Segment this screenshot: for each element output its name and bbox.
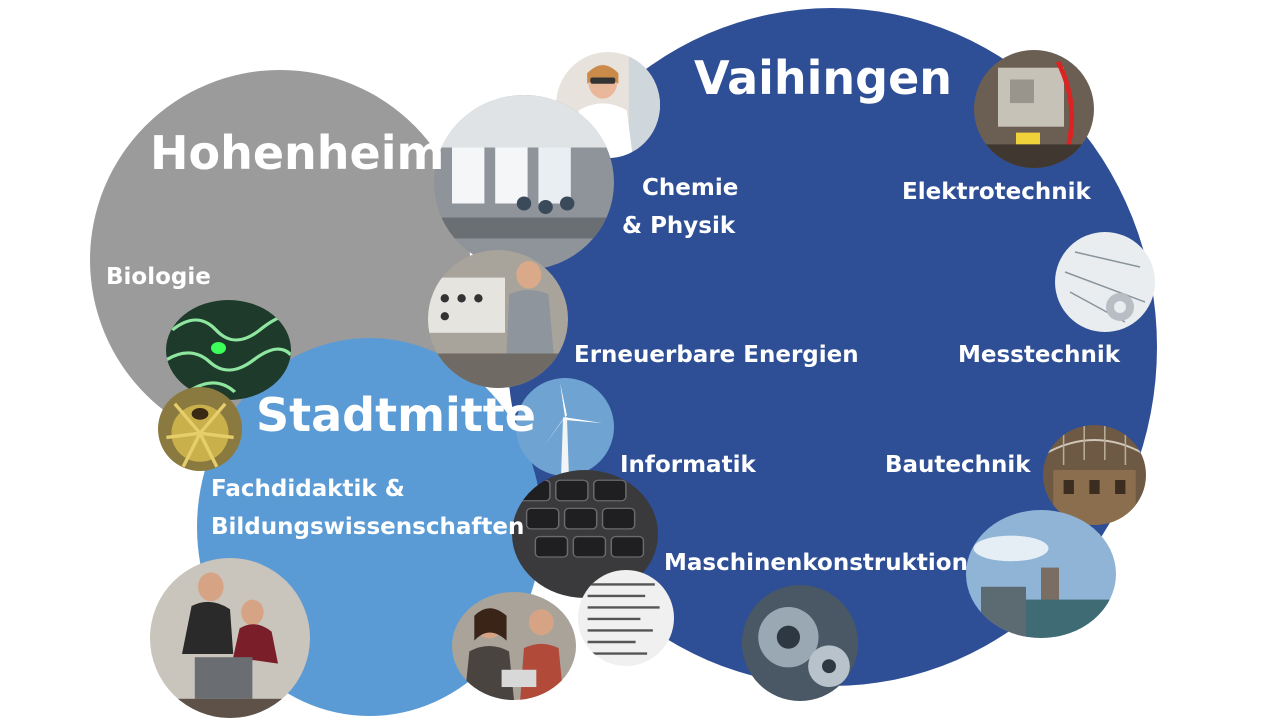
subject-informatik: Informatik xyxy=(620,452,756,478)
stadtmitte-title: Stadtmitte xyxy=(256,388,536,442)
subject-bautechnik: Bautechnik xyxy=(885,452,1031,478)
technical-drawing-photo xyxy=(1055,232,1155,332)
laboratory-room-photo xyxy=(434,95,614,270)
subject-chemie: Chemie xyxy=(642,175,739,201)
subject-erneuerbare-energien: Erneuerbare Energien xyxy=(574,342,859,368)
city-skyline-photo xyxy=(966,510,1116,638)
subject-fachdidaktik: Fachdidaktik & xyxy=(211,476,405,502)
students-laptop-photo xyxy=(452,592,576,700)
code-listing-photo xyxy=(578,570,674,666)
hohenheim-title: Hohenheim xyxy=(150,126,445,180)
subject-physik: & Physik xyxy=(622,213,736,239)
thistle-bee-photo xyxy=(158,387,242,471)
subject-maschinenkonstruktion: Maschinenkonstruktion xyxy=(664,550,968,576)
subject-elektrotechnik: Elektrotechnik xyxy=(902,179,1091,205)
subject-messtechnik: Messtechnik xyxy=(958,342,1121,368)
building-interior-photo xyxy=(1043,425,1146,525)
plant-cells-photo xyxy=(166,300,291,400)
wind-turbine-photo xyxy=(516,378,614,476)
electrical-workbench-photo xyxy=(428,250,568,388)
gears-photo xyxy=(742,585,858,701)
subject-bildungswissenschaften: Bildungswissenschaften xyxy=(211,514,525,540)
subject-biologie: Biologie xyxy=(106,264,211,290)
students-robotics-photo xyxy=(150,558,310,718)
vaihingen-title: Vaihingen xyxy=(694,51,953,105)
circuit-board-photo xyxy=(974,50,1094,168)
